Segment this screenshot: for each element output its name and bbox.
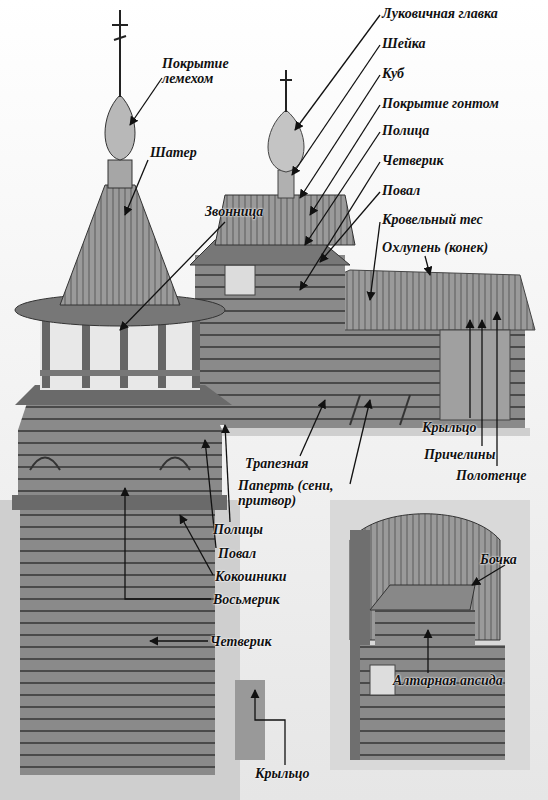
- part-label: Восьмерик: [213, 592, 280, 607]
- part-label: Полотенце: [456, 468, 526, 483]
- part-label: Охлупень (конек): [382, 240, 488, 255]
- part-label: Шатер: [150, 145, 197, 160]
- part-label: Причелины: [424, 447, 495, 462]
- part-label: Звонница: [205, 204, 263, 219]
- part-label: Кокошники: [215, 569, 287, 584]
- part-label: Полица: [382, 123, 429, 138]
- part-label: Алтарная апсида: [393, 673, 503, 688]
- part-label: Бочка: [480, 552, 517, 567]
- part-label: Четверик: [210, 634, 272, 649]
- part-label: Паперть (сени, притвор): [238, 478, 358, 508]
- bell-tower: [0, 10, 265, 800]
- part-label: Луковичная главка: [382, 6, 498, 21]
- part-label: Покрытие лемехом: [162, 56, 242, 86]
- part-label: Крыльцо: [255, 766, 310, 781]
- part-label: Кровельный тес: [382, 212, 483, 227]
- part-label: Крыльцо: [422, 420, 477, 435]
- part-label: Куб: [382, 66, 404, 81]
- part-label: Шейка: [382, 36, 426, 51]
- part-label: Четверик: [382, 153, 444, 168]
- church-top: [190, 70, 535, 436]
- church-bottom: [330, 500, 530, 770]
- part-label: Повал: [218, 546, 256, 561]
- part-label: Трапезная: [245, 456, 308, 471]
- leader-lines: [120, 15, 505, 765]
- part-label: Полицы: [213, 522, 263, 537]
- part-label: Покрытие гонтом: [382, 96, 499, 111]
- part-label: Повал: [382, 183, 420, 198]
